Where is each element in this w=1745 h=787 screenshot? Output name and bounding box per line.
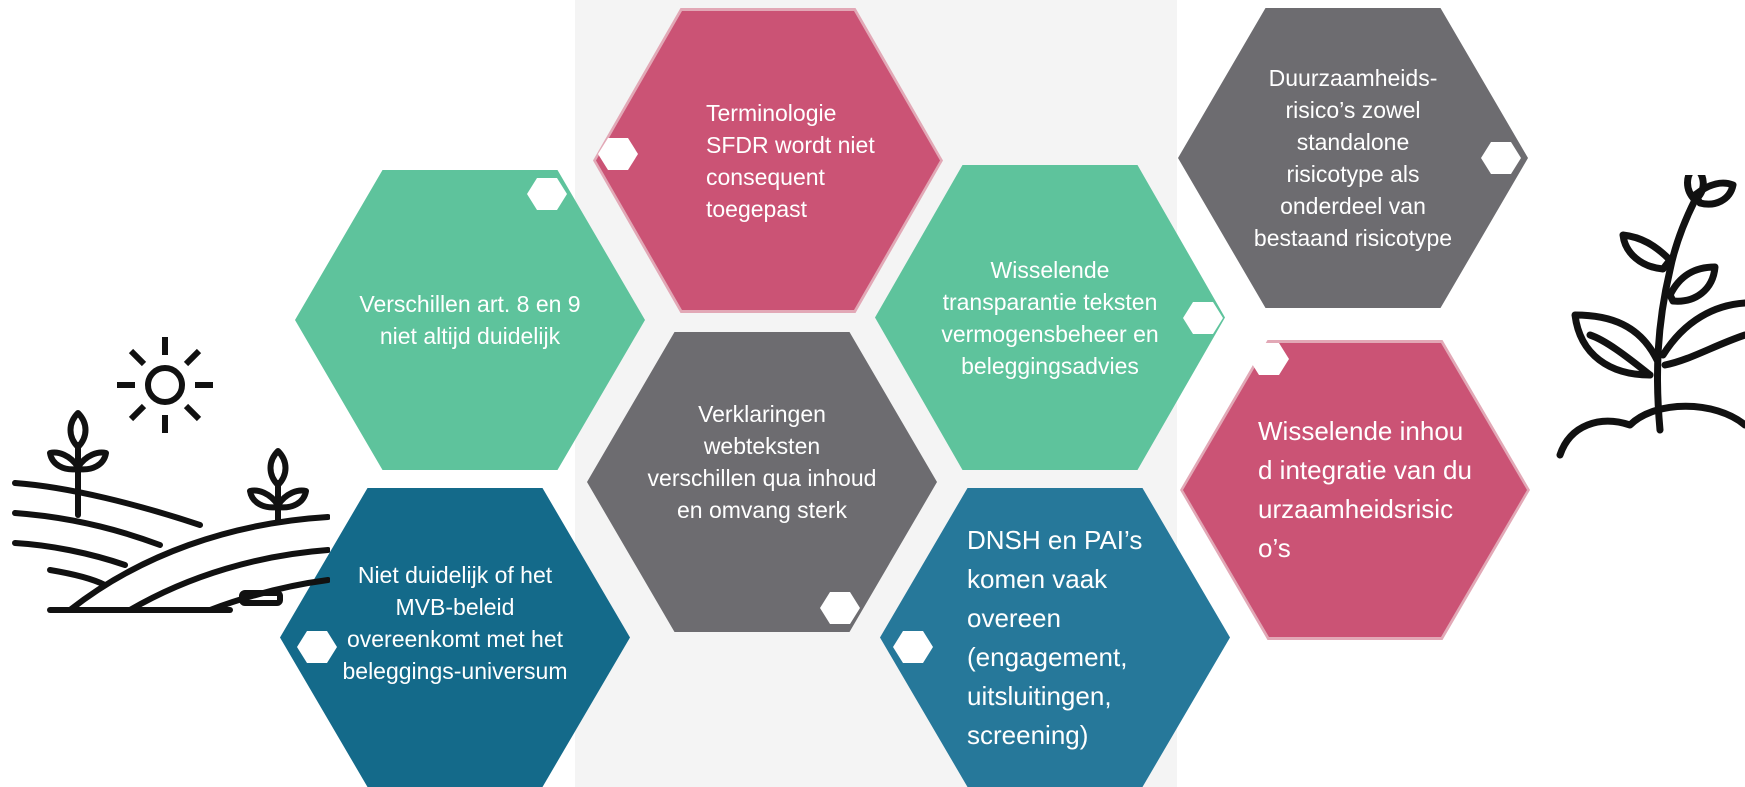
hex-transparantie-text: Wisselende transparantie teksten vermoge…	[941, 256, 1159, 379]
sun-icon	[117, 337, 213, 433]
hex-duurzaamheidsrisicos: Duurzaamheids-risico’s zowel standalone …	[1178, 8, 1528, 308]
hex-terminologie-text: Terminologie SFDR wordt niet consequent …	[706, 99, 875, 222]
hex-verklaringen-badge	[820, 592, 860, 624]
hex-verklaringen-text: Verklaringen webteksten verschillen qua …	[647, 401, 877, 523]
hex-integratie-text: Wisselende inhoud integratie van duurzaa…	[1258, 416, 1472, 563]
farm-landscape-icon	[12, 410, 330, 613]
hex-verschillen-art-text: Verschillen art. 8 en 9 niet altijd duid…	[359, 291, 581, 349]
sprouting-plant-icon	[1556, 175, 1745, 459]
hex-integratie: Wisselende inhoud integratie van duurzaa…	[1180, 340, 1530, 640]
hex-dnsh-badge	[893, 631, 933, 663]
hex-mvb-beleid-text: Niet duidelijk of het MVB-beleid overeen…	[342, 561, 568, 684]
hex-verschillen-art-badge	[527, 178, 567, 210]
hex-duurzaamheidsrisicos-text: Duurzaamheids-risico’s zowel standalone …	[1253, 65, 1453, 251]
hex-dnsh-text: DNSH en PAI’s komen vaak overeen (engage…	[967, 524, 1143, 750]
hex-terminologie-badge	[598, 138, 638, 170]
